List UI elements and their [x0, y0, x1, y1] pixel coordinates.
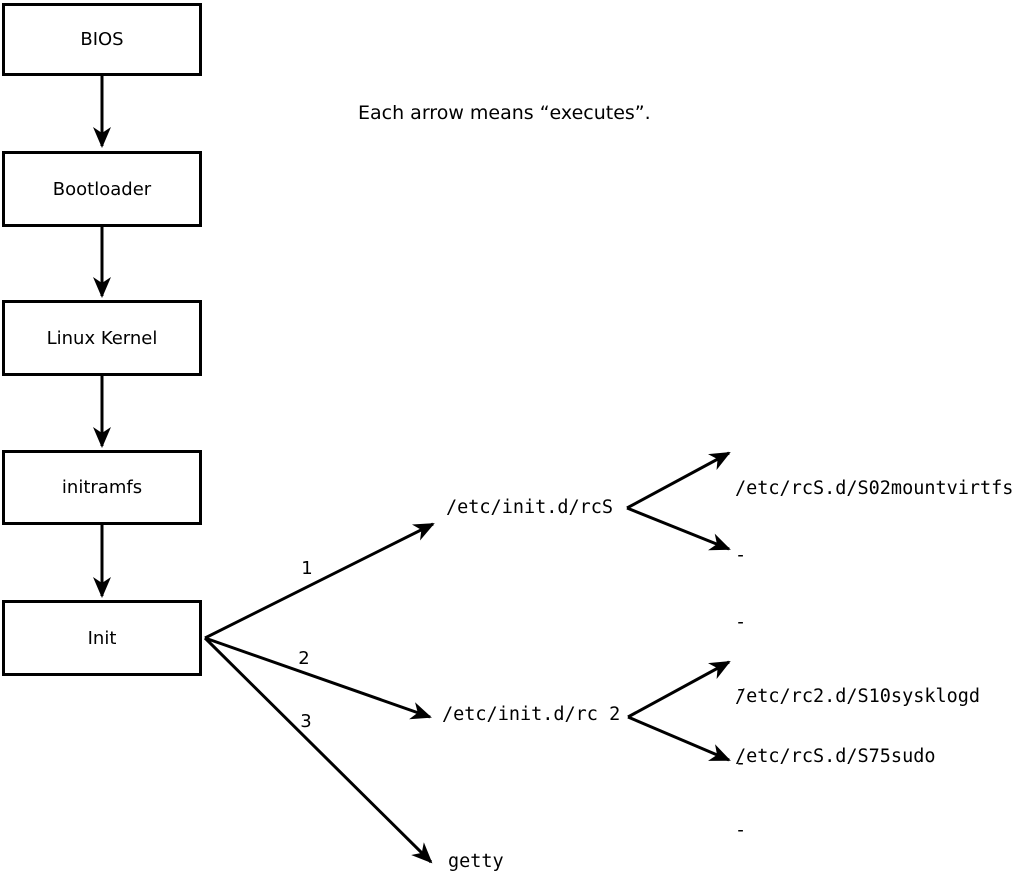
target-rcS: /etc/init.d/rcS — [446, 497, 614, 518]
box-linux-kernel: Linux Kernel — [2, 300, 202, 376]
arrow-rcS-to-first-script — [626, 451, 731, 510]
rc2-script-item: - — [735, 753, 747, 774]
rcS-script-item: - — [735, 612, 747, 633]
box-bios-label: BIOS — [80, 29, 124, 50]
box-init-label: Init — [87, 627, 117, 649]
rcS-script-item: - — [735, 679, 747, 700]
box-linux-kernel-label: Linux Kernel — [46, 327, 158, 349]
box-bootloader-label: Bootloader — [52, 178, 152, 200]
rc2-script-item: /etc/rc2.d/S10sysklogd — [735, 686, 981, 707]
box-initramfs-label: initramfs — [61, 477, 143, 498]
arrow-label-1: 1 — [301, 558, 313, 579]
arrow-rc2-to-last-script — [627, 715, 731, 762]
diagram-caption: Each arrow means “executes”. — [358, 102, 651, 124]
rc2-script-list: /etc/rc2.d/S10sysklogd - - - /etc/rc2.d/… — [735, 642, 980, 875]
arrow-rc2-to-first-script — [627, 660, 731, 719]
box-initramfs: initramfs — [2, 450, 202, 525]
rcS-script-item: - — [735, 545, 747, 566]
arrow-rcS-to-last-script — [626, 506, 731, 551]
rc2-script-item: - — [735, 820, 747, 841]
arrow-init-to-rc2 — [204, 636, 432, 720]
arrow-init-to-rcS — [204, 522, 435, 640]
box-bios: BIOS — [2, 3, 202, 76]
box-init: Init — [2, 600, 202, 676]
box-bootloader: Bootloader — [2, 151, 202, 227]
target-getty: getty — [448, 851, 504, 872]
target-rc2: /etc/init.d/rc 2 — [442, 704, 621, 725]
arrow-label-2: 2 — [298, 648, 310, 669]
arrow-label-3: 3 — [300, 711, 312, 732]
rcS-script-list: /etc/rcS.d/S02mountvirtfs - - - /etc/rcS… — [735, 434, 1013, 811]
arrow-init-to-getty — [203, 636, 433, 864]
rcS-script-item: /etc/rcS.d/S75sudo — [735, 746, 936, 767]
rcS-script-item: /etc/rcS.d/S02mountvirtfs — [735, 478, 1014, 499]
